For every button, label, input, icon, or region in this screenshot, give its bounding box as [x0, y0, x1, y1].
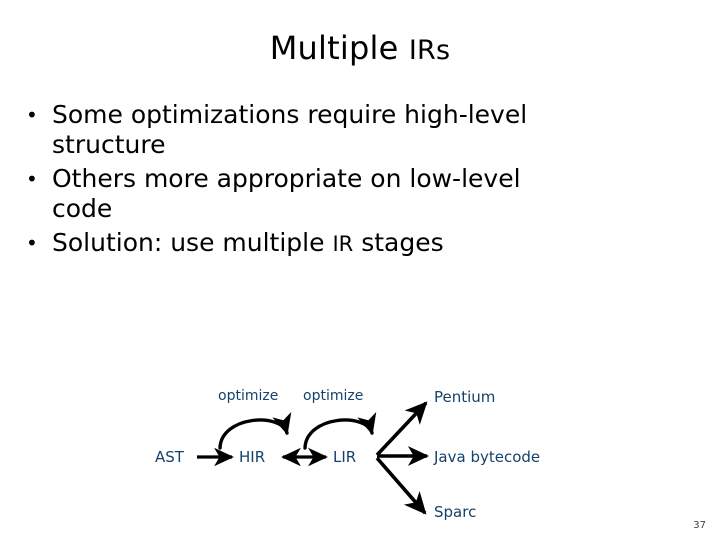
ir-pipeline-diagram: AST HIR LIR Pentium Java bytecode Sparc … [140, 370, 610, 535]
diagram-node-lir: LIR [333, 448, 357, 466]
diagram-edge-label-optimize-lir: optimize [303, 388, 364, 404]
bullet-text: Others more appropriate on low-level cod… [52, 164, 521, 223]
slide-number: 37 [693, 520, 706, 531]
bullet-text-smallcaps: IR [332, 232, 354, 256]
bullet-text: Solution: use multiple IR stages [52, 228, 582, 259]
list-item: • Solution: use multiple IR stages [26, 228, 674, 259]
diagram-node-java-bytecode: Java bytecode [434, 448, 541, 466]
edge-optimize-hir-loop [218, 411, 292, 450]
page-title: Multiple IRs [0, 28, 720, 71]
edge-lir-to-sparc [375, 456, 427, 515]
diagram-node-hir: HIR [239, 448, 266, 466]
bullet-marker-icon: • [26, 231, 38, 255]
page-title-main: Multiple [269, 29, 409, 67]
bullet-marker-icon: • [26, 103, 38, 127]
bullet-marker-icon: • [26, 167, 38, 191]
diagram-arrows [197, 401, 430, 515]
bullet-list: • Some optimizations require high-level … [26, 100, 674, 263]
list-item: • Some optimizations require high-level … [26, 100, 674, 160]
page-title-smallcaps: IRs [408, 35, 451, 66]
bullet-text-before: Solution: use multiple [52, 228, 333, 257]
bullet-text-after: stages [353, 228, 444, 257]
diagram-node-ast: AST [155, 448, 184, 466]
diagram-node-pentium: Pentium [434, 388, 496, 406]
bullet-text: Some optimizations require high-level st… [52, 100, 528, 159]
diagram-node-sparc: Sparc [434, 503, 477, 521]
edge-lir-to-pentium [375, 401, 428, 457]
edge-optimize-lir-loop [303, 411, 377, 450]
list-item: • Others more appropriate on low-level c… [26, 164, 674, 224]
diagram-edge-label-optimize-hir: optimize [218, 388, 279, 404]
